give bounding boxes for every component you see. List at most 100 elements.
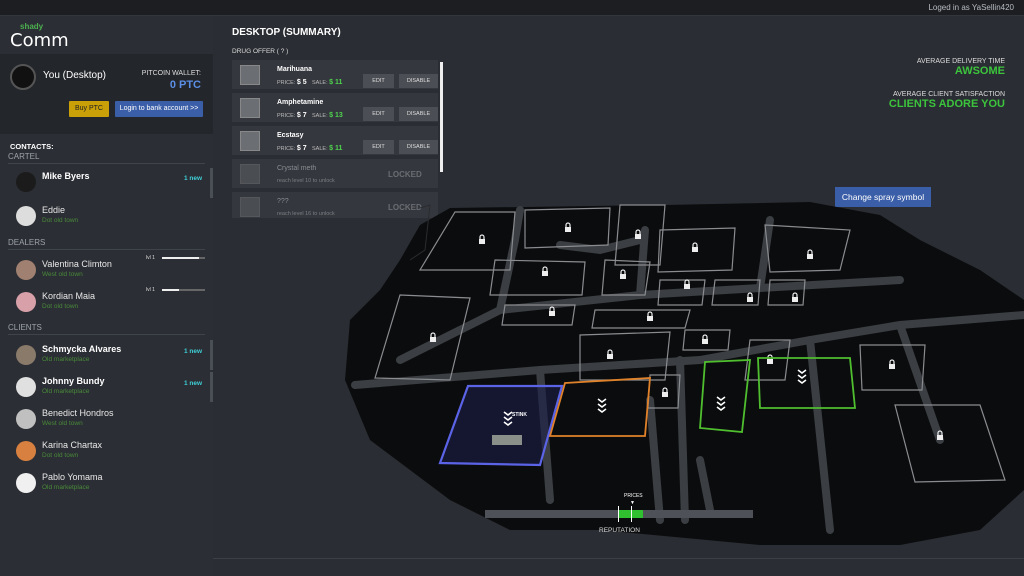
bank-login-button[interactable]: Login to bank account >> (115, 101, 203, 117)
new-badge: 1 new (183, 175, 202, 182)
contact-location: Old marketplace (42, 388, 90, 395)
edit-button[interactable]: EDIT (363, 140, 394, 154)
drug-name: ??? (277, 198, 289, 205)
avatar (16, 206, 36, 226)
new-badge: 1 new (183, 380, 202, 387)
wallet-label: PITCOIN WALLET: (141, 70, 201, 77)
app-logo: shady Comm (10, 22, 70, 52)
contact-eddie[interactable]: Eddie Dot old town (8, 200, 205, 230)
district-label: STINK (512, 412, 527, 418)
contact-name: Karina Chartax (42, 440, 103, 450)
marihuana-icon (240, 65, 260, 85)
contact-pablo-yomama[interactable]: Pablo Yomama Old marketplace (8, 467, 205, 497)
drug-price: PRICE: $ 7 (277, 112, 307, 119)
contact-valentina-climton[interactable]: Valentina Climton West old town lvl 1 (8, 254, 205, 284)
contact-name: Eddie (42, 205, 66, 215)
contact-location: Dot old town (42, 303, 79, 310)
drug-row-marihuana: Marihuana PRICE: $ 5 SALE: $ 11 EDIT DIS… (232, 60, 438, 91)
drug-sale: SALE: $ 11 (312, 145, 343, 152)
section-clients: CLIENTS (8, 323, 205, 335)
drug-offer-heading: DRUG OFFER ( ? ) (232, 48, 289, 55)
drug-name: Marihuana (277, 66, 313, 73)
contact-mike-byers[interactable]: Mike Byers 1 new (8, 166, 205, 196)
prices-arrow-icon: ▼ (630, 500, 635, 506)
level-bar (162, 289, 205, 291)
drug-price: PRICE: $ 7 (277, 145, 307, 152)
contact-kordian-maia[interactable]: Kordian Maia Dot old town lvl 1 (8, 286, 205, 316)
unlock-requirement: reach level 16 to unlock (277, 211, 335, 217)
level-label: lvl 1 (146, 287, 155, 293)
contact-location: Old marketplace (42, 356, 90, 363)
territory-orange[interactable] (548, 377, 651, 437)
scroll-marker (210, 340, 213, 370)
reputation-fill (618, 510, 643, 518)
spray-tag (492, 435, 522, 445)
prices-marker (631, 506, 632, 522)
ecstasy-icon (240, 131, 260, 151)
stats-panel: AVERAGE DELIVERY TIME AWSOME AVERAGE CLI… (889, 58, 1005, 124)
map-districts (374, 204, 1006, 483)
disable-button[interactable]: DISABLE (399, 107, 438, 121)
reputation-label: REPUTATION (599, 527, 640, 534)
page-title: DESKTOP (SUMMARY) (232, 27, 341, 38)
scroll-marker (210, 168, 213, 198)
my-name: You (Desktop) (43, 70, 106, 81)
contact-karina-chartax[interactable]: Karina Chartax Dot old town (8, 435, 205, 465)
contact-name: Benedict Hondros (42, 408, 114, 418)
avatar (16, 473, 36, 493)
delivery-label: AVERAGE DELIVERY TIME (916, 58, 1005, 65)
wallet-value: 0 PTC (169, 79, 201, 91)
contact-location: Dot old town (42, 452, 79, 459)
drug-sale: SALE: $ 11 (312, 79, 343, 86)
territory-stink[interactable]: STINK (438, 384, 564, 467)
locked-status: LOCKED (388, 170, 422, 179)
logo-small: shady (20, 22, 44, 31)
avatar (16, 292, 36, 312)
contact-location: Old marketplace (42, 484, 90, 491)
contact-name: Kordian Maia (42, 291, 96, 301)
reputation-marker (618, 506, 619, 522)
contact-schmycka-alvares[interactable]: Schmycka Alvares Old marketplace 1 new (8, 339, 205, 369)
logo-main: Comm (10, 30, 69, 51)
drug-name: Ecstasy (277, 132, 304, 139)
satisfaction-value: CLIENTS ADORE YOU (888, 98, 1005, 110)
avatar (16, 441, 36, 461)
bottom-bar (213, 558, 1024, 576)
contacts-heading: CONTACTS: (10, 142, 54, 151)
territory-green-2[interactable] (757, 357, 856, 409)
contact-name: Pablo Yomama (42, 472, 103, 482)
avatar (16, 409, 36, 429)
drug-name: Crystal meth (277, 165, 317, 172)
login-status: Loged in as YaSellin420 (928, 3, 1014, 12)
scroll-marker (210, 372, 213, 402)
territory-green-1[interactable] (699, 359, 752, 433)
satisfaction-label: AVERAGE CLIENT SATISFACTION (892, 91, 1005, 98)
sidebar: shady Comm You (Desktop) PITCOIN WALLET:… (0, 16, 213, 576)
delivery-value: AWSOME (954, 65, 1005, 77)
drug-row-locked: ??? reach level 16 to unlock LOCKED (232, 192, 438, 218)
contact-name: Mike Byers (42, 171, 90, 181)
disable-button[interactable]: DISABLE (399, 74, 438, 88)
disable-button[interactable]: DISABLE (399, 140, 438, 154)
avatar (10, 64, 36, 90)
contact-location: Dot old town (42, 217, 79, 224)
prices-label: PRICES (624, 493, 643, 499)
buy-ptc-button[interactable]: Buy PTC (69, 101, 109, 117)
new-badge: 1 new (183, 348, 202, 355)
drug-sale: SALE: $ 13 (312, 112, 343, 119)
contact-benedict-hondros[interactable]: Benedict Hondros West old town (8, 403, 205, 433)
contact-johnny-bundy[interactable]: Johnny Bundy Old marketplace 1 new (8, 371, 205, 401)
drug-list-scrollbar[interactable] (440, 62, 443, 172)
avatar (16, 377, 36, 397)
level-label: lvl 1 (146, 255, 155, 261)
edit-button[interactable]: EDIT (363, 107, 394, 121)
reputation-bar (485, 506, 753, 522)
city-map[interactable]: STINK (340, 200, 1024, 545)
top-bar: Loged in as YaSellin420 (0, 0, 1024, 16)
avatar (16, 172, 36, 192)
edit-button[interactable]: EDIT (363, 74, 394, 88)
amphetamine-icon (240, 98, 260, 118)
change-spray-symbol-button[interactable]: Change spray symbol (835, 187, 931, 207)
drug-list: Marihuana PRICE: $ 5 SALE: $ 11 EDIT DIS… (232, 60, 442, 218)
section-dealers: DEALERS (8, 238, 205, 250)
